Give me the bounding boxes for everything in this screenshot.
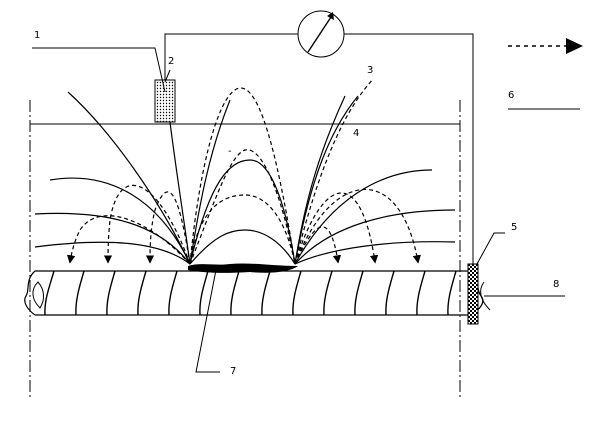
label-8: 8 <box>553 279 559 290</box>
leader-2 <box>164 69 171 83</box>
minus-sign: - <box>228 146 232 157</box>
rebar-ribs <box>44 270 457 316</box>
label-1: 1 <box>34 30 40 41</box>
leader-5 <box>476 232 505 265</box>
label-4: 4 <box>353 128 359 139</box>
leader-7 <box>195 269 220 373</box>
label-6: 6 <box>508 90 514 101</box>
dashed-current-lines <box>66 79 421 265</box>
meter-icon <box>297 10 345 58</box>
legend-dashed-arrow <box>508 38 583 54</box>
rebar <box>24 270 491 316</box>
circuit-wire <box>164 33 298 80</box>
leader-1 <box>32 47 166 93</box>
label-7: 7 <box>230 366 236 377</box>
corrosion-area <box>188 263 298 273</box>
label-2: 2 <box>168 56 174 67</box>
solid-field-lines <box>34 91 456 265</box>
rebar-contact <box>467 263 479 325</box>
circuit-wire-right <box>344 33 474 264</box>
label-5: 5 <box>511 222 517 233</box>
label-3: 3 <box>367 65 373 76</box>
surface-electrode <box>154 79 176 123</box>
